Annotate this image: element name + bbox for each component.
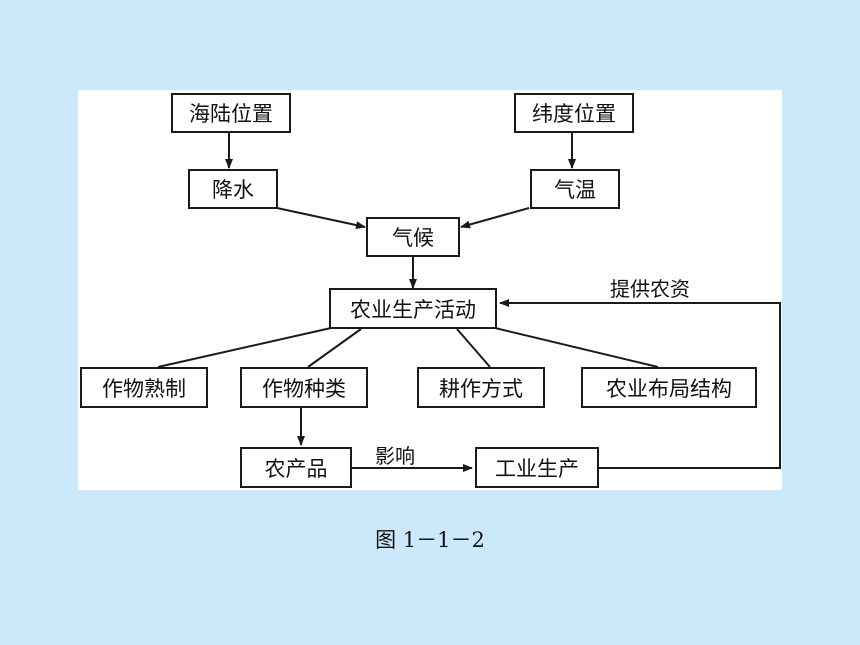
arrow-precipitation-to-climate <box>276 207 366 230</box>
node-crop-types: 作物种类 <box>240 367 368 408</box>
flowchart-connectors <box>157 133 781 472</box>
line-agriculture-to-layout <box>494 327 659 368</box>
node-sea-land-position: 海陆位置 <box>171 93 291 133</box>
line-agriculture-to-farming-methods <box>456 328 491 368</box>
figure-caption: 图 1－1－2 <box>375 528 485 552</box>
node-crop-maturity: 作物熟制 <box>80 367 208 408</box>
node-agricultural-production: 农业生产活动 <box>329 288 497 329</box>
node-agricultural-layout: 农业布局结构 <box>581 367 757 408</box>
node-industrial-production: 工业生产 <box>475 447 599 488</box>
node-precipitation: 降水 <box>188 169 278 209</box>
line-agriculture-to-crop-types <box>307 328 362 368</box>
node-latitude-position: 纬度位置 <box>514 93 634 133</box>
feedback-industry-to-agriculture <box>499 299 781 469</box>
node-climate: 气候 <box>366 217 460 257</box>
flowchart-panel: 海陆位置 纬度位置 降水 气温 气候 农业生产活动 作物熟制 作物种类 耕作方式… <box>78 90 782 490</box>
node-farming-methods: 耕作方式 <box>417 367 545 408</box>
edge-label-provide-agri-inputs: 提供农资 <box>610 277 690 301</box>
node-agricultural-products: 农产品 <box>240 447 352 488</box>
arrow-temperature-to-climate <box>460 207 530 229</box>
node-temperature: 气温 <box>530 169 620 209</box>
line-agriculture-to-crop-maturity <box>157 327 332 368</box>
edge-label-influence: 影响 <box>375 444 415 468</box>
